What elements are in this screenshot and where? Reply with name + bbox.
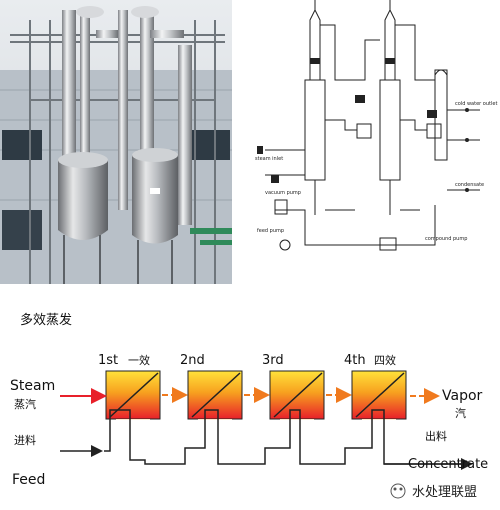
effect-3-label: 3rd: [262, 353, 284, 368]
feed-label: Feed: [12, 472, 45, 488]
effect-1-label: 1st: [98, 353, 118, 368]
effect-3-base: [280, 419, 314, 420]
vapor-cn-label: 汽: [455, 406, 466, 420]
diagram-title: 多效蒸发: [20, 312, 72, 328]
effect-4-base: [362, 419, 396, 420]
process-schematic: steam inlet vacuum pump feed pump cold w…: [255, 0, 497, 251]
effect-2-label: 2nd: [180, 353, 205, 368]
watermark: 水处理联盟: [390, 483, 477, 500]
effect-4-cn-label: 四效: [374, 353, 396, 367]
effect-3-divider: [273, 372, 323, 418]
effect-4-divider: [355, 372, 405, 418]
concentrate-cn-label: 出料: [425, 429, 447, 443]
effect-2-divider: [191, 372, 241, 418]
schematic-condensate-label: condensate: [455, 182, 484, 188]
effect-2-base: [198, 419, 232, 420]
effect-4: 4th 四效: [344, 353, 407, 420]
effect-4-label: 4th: [344, 353, 366, 368]
schematic-feed-label: feed pump: [257, 228, 284, 234]
liquid-flow-path: [104, 409, 470, 465]
schematic-vacuum-label: vacuum pump: [265, 190, 301, 196]
effect-1-base: [116, 419, 150, 420]
effect-2: 2nd: [180, 353, 270, 420]
schematic-water-label: cold water outlet: [455, 101, 497, 107]
effect-1-cn-label: 一效: [128, 353, 150, 367]
multi-effect-diagram: 多效蒸发 1st 一效 2nd 3rd 4th 四效 Steam 蒸汽 Vapor 汽 进…: [10, 312, 488, 500]
evaporator-photo: [0, 0, 232, 284]
steam-cn-label: 蒸汽: [14, 397, 36, 411]
effect-1: 1st 一效: [98, 353, 188, 420]
effect-3: 3rd: [262, 353, 352, 420]
watermark-text: 水处理联盟: [412, 485, 477, 500]
steam-label: Steam: [10, 378, 55, 394]
schematic-steam-label: steam inlet: [255, 156, 283, 162]
feed-cn-label: 进料: [14, 433, 36, 447]
vapor-label: Vapor: [442, 388, 483, 404]
schematic-product-label: compound pump: [425, 236, 467, 242]
concentrate-label: Concentrate: [408, 457, 488, 472]
